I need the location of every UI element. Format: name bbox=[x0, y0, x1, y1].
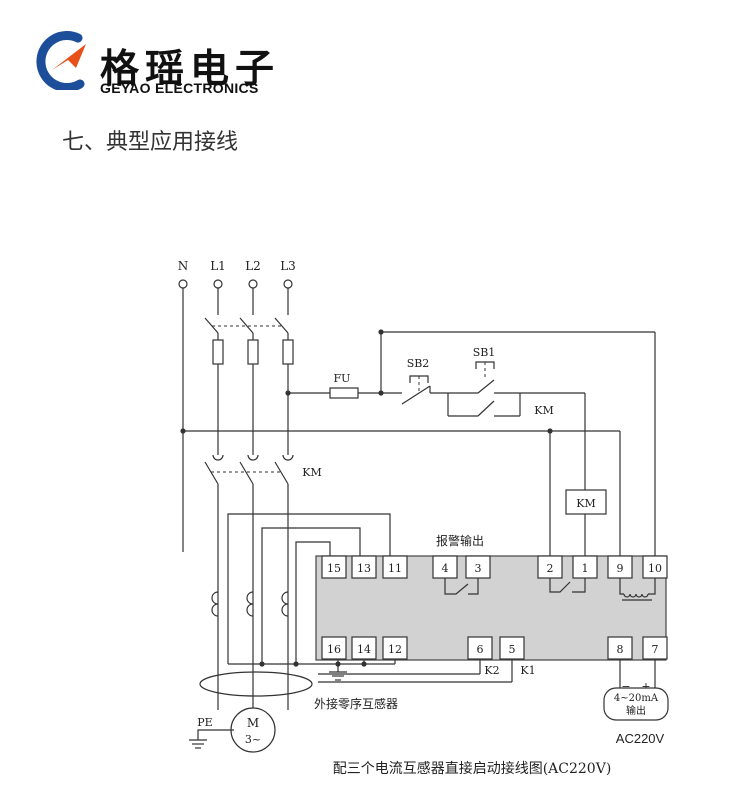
terminal-16: 16 bbox=[327, 643, 341, 656]
phase-label-l3: L3 bbox=[280, 259, 296, 273]
terminals-top: 15 13 11 4 3 2 1 9 10 bbox=[321, 555, 668, 579]
output-minus-label: − bbox=[621, 680, 630, 693]
fuse-label: FU bbox=[334, 372, 351, 385]
brand-name-cn: 格瑶电子 bbox=[100, 47, 281, 92]
k1-label: K1 bbox=[520, 664, 535, 677]
output-4-20-label: 4~20mA bbox=[614, 693, 659, 704]
terminal-14: 14 bbox=[357, 643, 371, 656]
sb2-label: SB2 bbox=[407, 357, 430, 370]
motor-sub-label: 3~ bbox=[245, 733, 261, 746]
phase-terminals bbox=[178, 279, 293, 289]
terminal-15: 15 bbox=[327, 562, 341, 575]
km-main-label: KM bbox=[302, 466, 321, 479]
section-title: 七、典型应用接线 bbox=[62, 130, 239, 155]
output-cn-label: 输出 bbox=[626, 704, 646, 717]
terminal-5: 5 bbox=[509, 643, 516, 656]
terminal-11: 11 bbox=[388, 562, 402, 575]
output-plus-label: + bbox=[641, 680, 650, 693]
sb1-label: SB1 bbox=[473, 346, 496, 359]
terminal-13: 13 bbox=[357, 562, 371, 575]
alarm-output-label: 报警输出 bbox=[436, 533, 484, 548]
output-box bbox=[603, 687, 669, 721]
terminal-9: 9 bbox=[617, 562, 624, 575]
geyao-logo-icon bbox=[36, 31, 86, 90]
k2-label: K2 bbox=[484, 664, 499, 677]
terminal-3: 3 bbox=[475, 562, 482, 575]
km-aux-label: KM bbox=[534, 404, 553, 417]
diagram-caption: 配三个电流互感器直接启动接线图(AC220V) bbox=[333, 760, 612, 777]
zero-sequence-ct bbox=[199, 671, 313, 697]
zero-seq-ct-label: 外接零序互感器 bbox=[314, 696, 398, 711]
km-coil-label: KM bbox=[576, 497, 595, 510]
terminals-bottom: 16 14 12 6 5 8 7 bbox=[321, 636, 668, 660]
pe-label: PE bbox=[197, 716, 212, 729]
terminal-7: 7 bbox=[652, 643, 659, 656]
terminal-6: 6 bbox=[477, 643, 484, 656]
supply-label: AC220V bbox=[616, 731, 665, 746]
terminal-2: 2 bbox=[547, 562, 554, 575]
terminal-8: 8 bbox=[617, 643, 624, 656]
motor-label: M bbox=[247, 716, 259, 730]
terminal-1: 1 bbox=[582, 562, 589, 575]
phase-label-l1: L1 bbox=[210, 259, 226, 273]
brand-name-en: GEYAO ELECTRONICS bbox=[100, 80, 259, 96]
terminal-12: 12 bbox=[388, 643, 402, 656]
terminal-10: 10 bbox=[648, 562, 662, 575]
terminal-4: 4 bbox=[442, 562, 449, 575]
phase-label-n: N bbox=[178, 259, 189, 273]
phase-label-l2: L2 bbox=[245, 259, 261, 273]
phase-labels: N L1 L2 L3 bbox=[178, 259, 296, 273]
